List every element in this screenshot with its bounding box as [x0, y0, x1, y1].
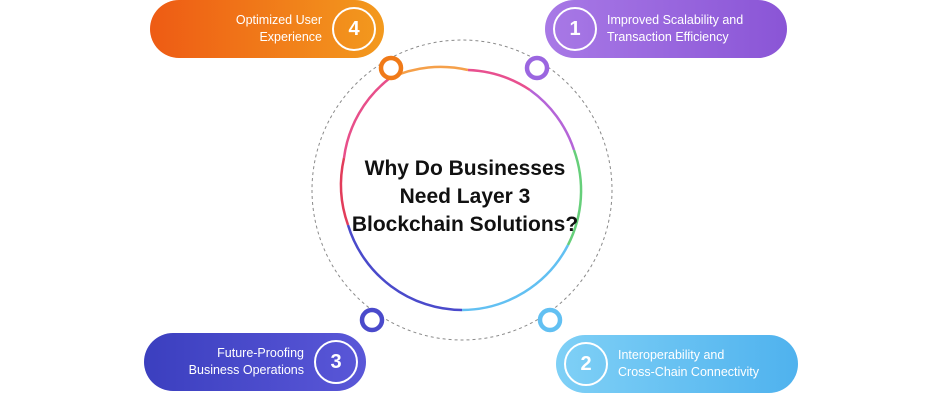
- number-badge-1: 1: [553, 7, 597, 51]
- benefit-4-line-2: Experience: [259, 30, 322, 44]
- benefit-pill-1: 1 Improved Scalability and Transaction E…: [545, 0, 787, 58]
- benefit-pill-4: Optimized User Experience 4: [150, 0, 384, 58]
- benefit-label-3: Future-Proofing Business Operations: [189, 333, 304, 391]
- ring-segment-pink-right: [467, 68, 531, 92]
- title-line-2: Need Layer 3: [399, 185, 531, 208]
- number-badge-4: 4: [332, 7, 376, 51]
- benefit-label-4: Optimized User Experience: [236, 0, 322, 58]
- benefit-3-line-1: Future-Proofing: [217, 346, 304, 360]
- benefit-pill-2: 2 Interoperability and Cross-Chain Conne…: [556, 335, 798, 393]
- number-badge-3: 3: [314, 340, 358, 384]
- ring-segment-pink-left: [342, 77, 391, 159]
- number-badge-2: 2: [564, 342, 608, 386]
- diagram-title: Why Do Businesses Need Layer 3 Blockchai…: [330, 155, 600, 239]
- benefit-2-line-1: Interoperability and: [618, 348, 725, 362]
- connector-ring-top-left: [378, 55, 404, 81]
- ring-segment-red: [339, 157, 350, 226]
- benefit-1-line-2: Transaction Efficiency: [607, 30, 729, 44]
- benefit-label-2: Interoperability and Cross-Chain Connect…: [618, 335, 759, 393]
- ring-segment-lightblue: [461, 244, 570, 312]
- benefit-1-line-1: Improved Scalability and: [607, 13, 744, 27]
- ring-segment-indigo: [346, 224, 463, 312]
- ring-segment-purple: [529, 88, 576, 151]
- title-line-3: Blockchain Solutions?: [351, 213, 579, 236]
- ring-segment-green: [566, 149, 583, 246]
- benefit-3-line-2: Business Operations: [188, 363, 304, 377]
- benefit-label-1: Improved Scalability and Transaction Eff…: [607, 0, 743, 58]
- dashed-outer-ring: [311, 39, 613, 341]
- colored-ring: [339, 65, 583, 312]
- benefit-pill-3: Future-Proofing Business Operations 3: [144, 333, 366, 391]
- benefit-2-line-2: Cross-Chain Connectivity: [618, 365, 760, 379]
- connector-ring-bottom-left: [359, 307, 385, 333]
- benefit-4-line-1: Optimized User: [235, 13, 322, 27]
- title-line-1: Why Do Businesses: [364, 157, 566, 180]
- connector-ring-bottom-right: [537, 307, 563, 333]
- connector-ring-top-right: [524, 55, 550, 81]
